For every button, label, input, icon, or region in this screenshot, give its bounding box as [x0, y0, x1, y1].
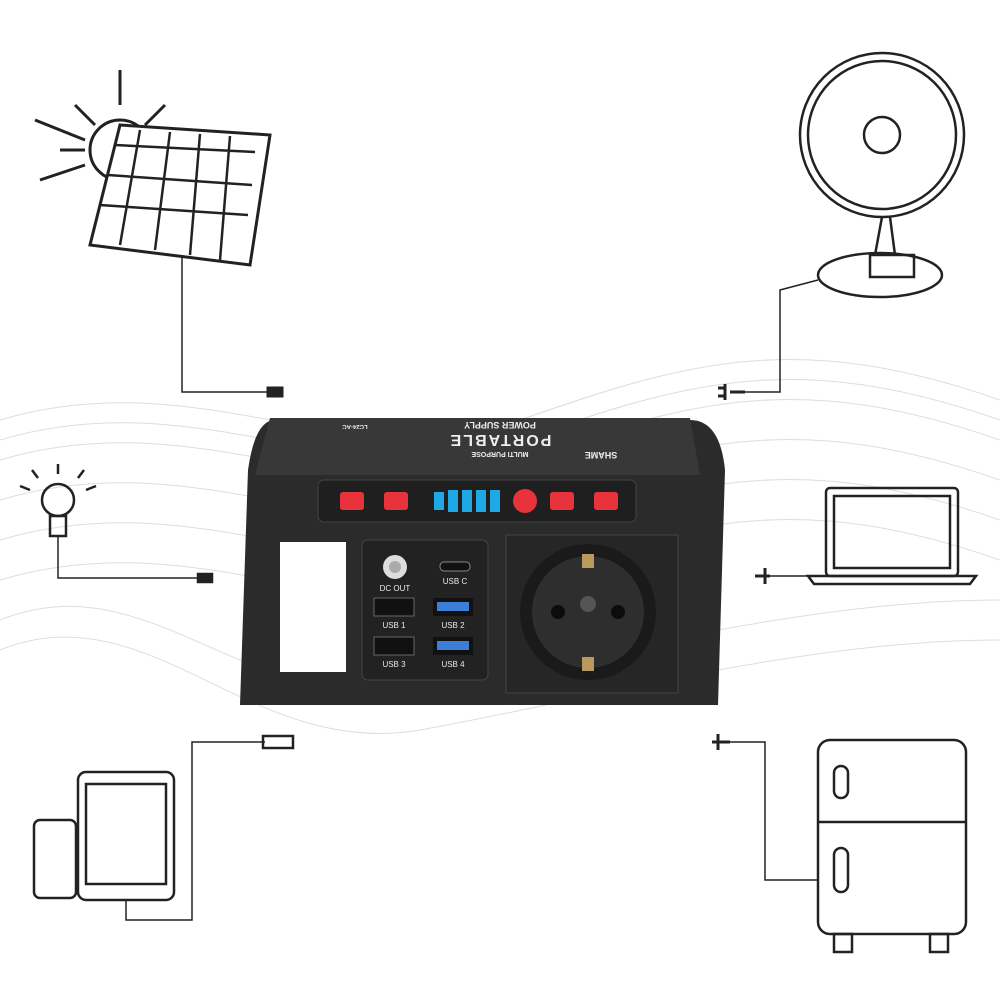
usb1-label: USB 1: [382, 621, 406, 630]
brand-logo: SHAME: [584, 450, 618, 460]
indicator-button: [513, 489, 537, 513]
power-button: [384, 492, 408, 510]
laptop-icon: [755, 486, 979, 586]
tablet-phone-icon: [32, 734, 295, 921]
fridge-icon: [712, 734, 968, 954]
model-label: LC24-AC: [342, 423, 368, 429]
ac-button: [550, 492, 574, 510]
led-light-panel: [280, 542, 346, 672]
usb3-label: USB 3: [382, 660, 406, 669]
usb-c-label: USB C: [442, 577, 468, 586]
solar-panel-icon: [34, 70, 284, 398]
usb-button: [594, 492, 618, 510]
usb2-label: USB 2: [441, 621, 465, 630]
light-button: [340, 492, 364, 510]
device-title: PORTABLE: [448, 431, 552, 448]
device-title-sub: POWER SUPPLY: [464, 420, 536, 430]
light-bulb-icon: [19, 464, 214, 584]
power-station: [240, 418, 725, 705]
fan-icon: [718, 51, 966, 400]
battery-indicator: [434, 490, 500, 512]
device-subtitle: MULTI PURPOSE: [471, 450, 529, 457]
dc-out-label: DC OUT: [379, 584, 411, 593]
usb4-label: USB 4: [441, 660, 465, 669]
